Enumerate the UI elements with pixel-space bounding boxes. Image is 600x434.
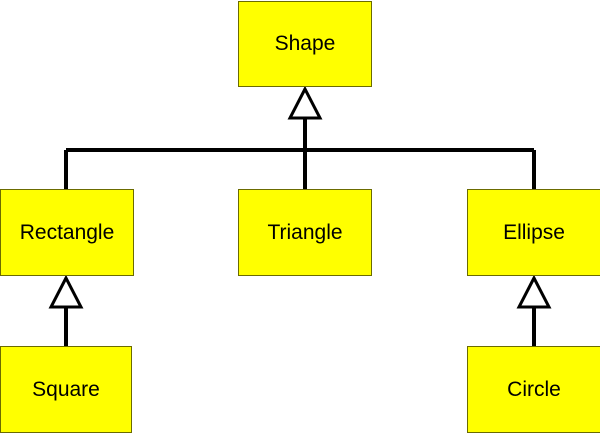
- node-ellipse: Ellipse: [467, 189, 600, 276]
- node-rectangle-label: Rectangle: [19, 220, 115, 244]
- node-shape-label: Shape: [274, 32, 336, 55]
- node-ellipse-label: Ellipse: [503, 220, 565, 244]
- inheritance-arrowhead-rectangle: [48, 274, 84, 309]
- node-triangle-label: Triangle: [267, 220, 343, 244]
- node-circle-label: Circle: [507, 377, 561, 401]
- node-square: Square: [0, 346, 132, 433]
- inheritance-arrowhead-shape: [287, 85, 323, 120]
- inheritance-arrowhead-ellipse: [516, 274, 552, 309]
- node-rectangle: Rectangle: [0, 189, 134, 276]
- node-circle: Circle: [467, 346, 600, 433]
- node-shape: Shape: [238, 1, 372, 87]
- connector-shape-children: [64, 118, 536, 190]
- node-square-label: Square: [32, 377, 100, 401]
- node-triangle: Triangle: [238, 189, 372, 276]
